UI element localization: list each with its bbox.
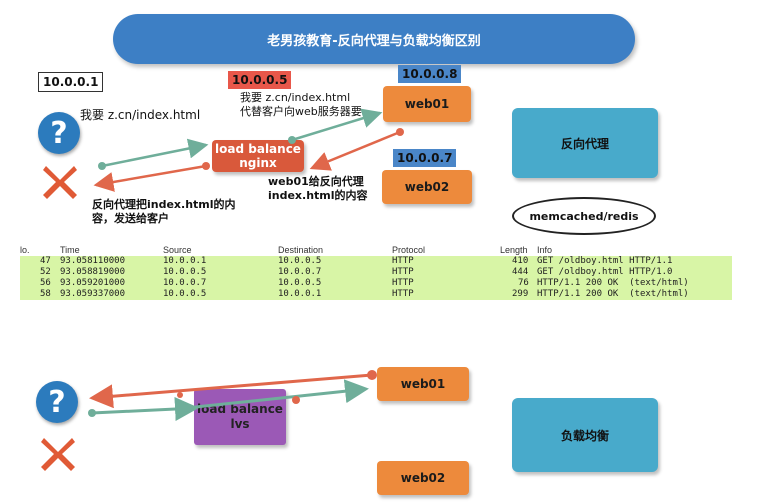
lvs-lb-line-2: lvs: [230, 417, 250, 431]
cell-source: 10.0.0.5: [163, 267, 207, 277]
col-destination: Destination: [278, 245, 324, 255]
web01-to-client-arrow: [89, 370, 377, 409]
col-length: Length: [500, 245, 528, 255]
cell-protocol: HTTP: [392, 278, 414, 288]
packet-table-header: lo. Time Source Destination Protocol Len…: [20, 245, 755, 256]
cell-info: GET /oldboy.html HTTP/1.0: [537, 267, 673, 277]
proxy-reply-line-1: 反向代理把index.html的内: [92, 198, 236, 211]
nginx-lb-line-1: load balance: [215, 142, 301, 156]
lb-note-line-2: 代替客户向web服务器要: [240, 105, 362, 118]
web01-node: web01: [377, 367, 469, 401]
web02-node: web02: [382, 170, 472, 204]
col-time: Time: [60, 245, 80, 255]
web01-reply-line-2: index.html的内容: [268, 189, 368, 202]
cell-no: 47: [40, 256, 51, 266]
cell-protocol: HTTP: [392, 267, 414, 277]
question-icon: ?: [38, 112, 80, 154]
web01-node: web01: [383, 86, 471, 122]
cell-time: 93.059201000: [60, 278, 126, 288]
cell-protocol: HTTP: [392, 289, 414, 299]
cell-length: 410: [512, 256, 529, 266]
cell-time: 93.059337000: [60, 289, 126, 299]
col-no: lo.: [20, 245, 30, 255]
table-row[interactable]: 58 93.059337000 10.0.0.5 10.0.0.1 HTTP 2…: [20, 289, 732, 300]
proxy-reply-note: 反向代理把index.html的内 容，发送给客户: [92, 198, 236, 226]
table-row[interactable]: 56 93.059201000 10.0.0.7 10.0.0.5 HTTP 7…: [20, 278, 732, 289]
cell-no: 56: [40, 278, 51, 288]
cell-source: 10.0.0.1: [163, 256, 207, 266]
proxy-reply-line-2: 容，发送给客户: [92, 212, 169, 225]
web02-ip-label: 10.0.0.7: [393, 149, 457, 167]
cell-time: 93.058819000: [60, 267, 126, 277]
cell-destination: 10.0.0.5: [278, 256, 322, 266]
packet-table-body: 47 93.058110000 10.0.0.1 10.0.0.5 HTTP 4…: [20, 256, 732, 300]
cell-destination: 10.0.0.7: [278, 267, 322, 277]
x-mark-icon: [41, 438, 75, 471]
web01-ip-label: 10.0.0.8: [398, 65, 462, 83]
cell-destination: 10.0.0.5: [278, 278, 322, 288]
load-balancing-label-box: 负载均衡: [512, 398, 658, 472]
nginx-lb-line-2: nginx: [239, 156, 277, 170]
web01-to-nginx-arrow: [309, 128, 404, 171]
nginx-to-web01-arrow: [288, 108, 383, 144]
cell-source: 10.0.0.5: [163, 289, 207, 299]
client-to-lvs-arrow: [88, 397, 199, 421]
cell-no: 58: [40, 289, 51, 299]
cell-source: 10.0.0.7: [163, 278, 207, 288]
cell-info: GET /oldboy.html HTTP/1.1: [537, 256, 673, 266]
client-ip-label: 10.0.0.1: [38, 72, 104, 92]
web02-node: web02: [377, 461, 469, 495]
nginx-load-balancer-node: load balance nginx: [212, 140, 304, 172]
web01-reply-note: web01给反向代理 index.html的内容: [268, 175, 368, 203]
client-to-nginx-arrow: [98, 138, 209, 170]
lb-note: 我要 z.cn/index.html 代替客户向web服务器要: [240, 91, 400, 119]
cell-length: 444: [512, 267, 529, 277]
title-banner: 老男孩教育-反向代理与负载均衡区别: [113, 14, 635, 64]
lb-ip-label: 10.0.0.5: [228, 71, 292, 89]
client-request-note: 我要 z.cn/index.html: [80, 108, 201, 122]
web01-reply-line-1: web01给反向代理: [268, 175, 364, 188]
cell-no: 52: [40, 267, 51, 277]
table-row[interactable]: 47 93.058110000 10.0.0.1 10.0.0.5 HTTP 4…: [20, 256, 732, 267]
lvs-to-web01-arrow: [182, 379, 369, 412]
memcached-redis-oval: memcached/redis: [512, 197, 656, 235]
reverse-proxy-label-box: 反向代理: [512, 108, 658, 178]
table-row[interactable]: 52 93.058819000 10.0.0.5 10.0.0.7 HTTP 4…: [20, 267, 732, 278]
lb-note-line-1: 我要 z.cn/index.html: [240, 91, 351, 104]
cell-length: 76: [518, 278, 529, 288]
nginx-to-client-arrow: [93, 162, 210, 192]
cell-info: HTTP/1.1 200 OK (text/html): [537, 289, 689, 299]
x-mark-icon: [43, 166, 77, 199]
col-protocol: Protocol: [392, 245, 426, 255]
col-info: Info: [537, 245, 553, 255]
cell-protocol: HTTP: [392, 256, 414, 266]
cell-destination: 10.0.0.1: [278, 289, 322, 299]
cell-time: 93.058110000: [60, 256, 126, 266]
cell-length: 299: [512, 289, 529, 299]
page-title: 老男孩教育-反向代理与负载均衡区别: [267, 33, 481, 49]
col-source: Source: [163, 245, 192, 255]
cell-info: HTTP/1.1 200 OK (text/html): [537, 278, 689, 288]
question-icon: ?: [36, 381, 78, 423]
